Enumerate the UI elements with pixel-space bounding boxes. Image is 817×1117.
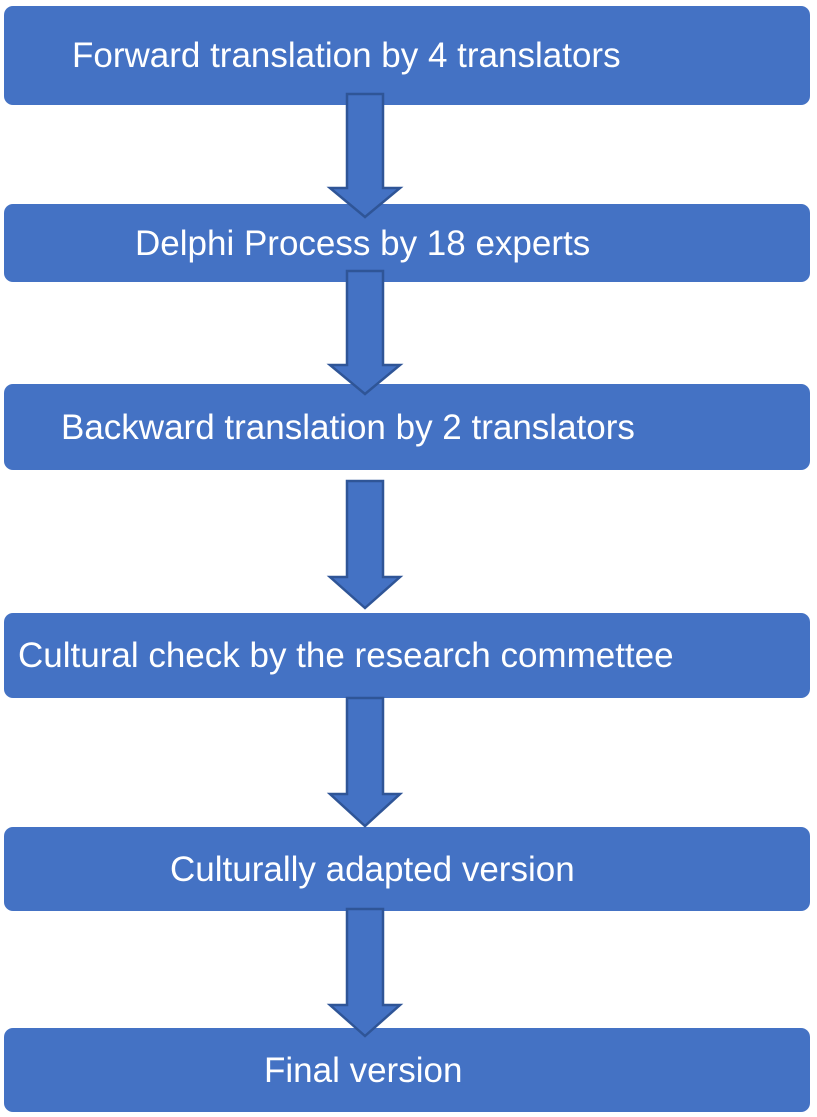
step-box-delphi-process: Delphi Process by 18 experts: [4, 204, 810, 282]
down-arrow-icon: [326, 696, 404, 828]
down-arrow-icon: [326, 479, 404, 610]
step-label: Backward translation by 2 translators: [61, 407, 635, 447]
down-arrow-icon: [326, 92, 404, 219]
down-arrow-icon: [326, 907, 404, 1038]
step-label: Forward translation by 4 translators: [72, 36, 621, 75]
step-label: Cultural check by the research commettee: [18, 636, 674, 675]
step-box-final-version: Final version: [4, 1028, 810, 1112]
connector-arrow: [326, 92, 404, 219]
connector-arrow: [326, 907, 404, 1038]
connector-arrow: [326, 696, 404, 828]
step-box-forward-translation: Forward translation by 4 translators: [4, 6, 810, 105]
down-arrow-icon: [326, 269, 404, 396]
step-label: Delphi Process by 18 experts: [135, 223, 591, 263]
connector-arrow: [326, 269, 404, 396]
step-label: Culturally adapted version: [170, 849, 575, 889]
connector-arrow: [326, 479, 404, 610]
step-box-culturally-adapted-version: Culturally adapted version: [4, 827, 810, 911]
step-box-cultural-check: Cultural check by the research commettee: [4, 613, 810, 698]
step-label: Final version: [264, 1050, 463, 1090]
step-box-backward-translation: Backward translation by 2 translators: [4, 384, 810, 470]
